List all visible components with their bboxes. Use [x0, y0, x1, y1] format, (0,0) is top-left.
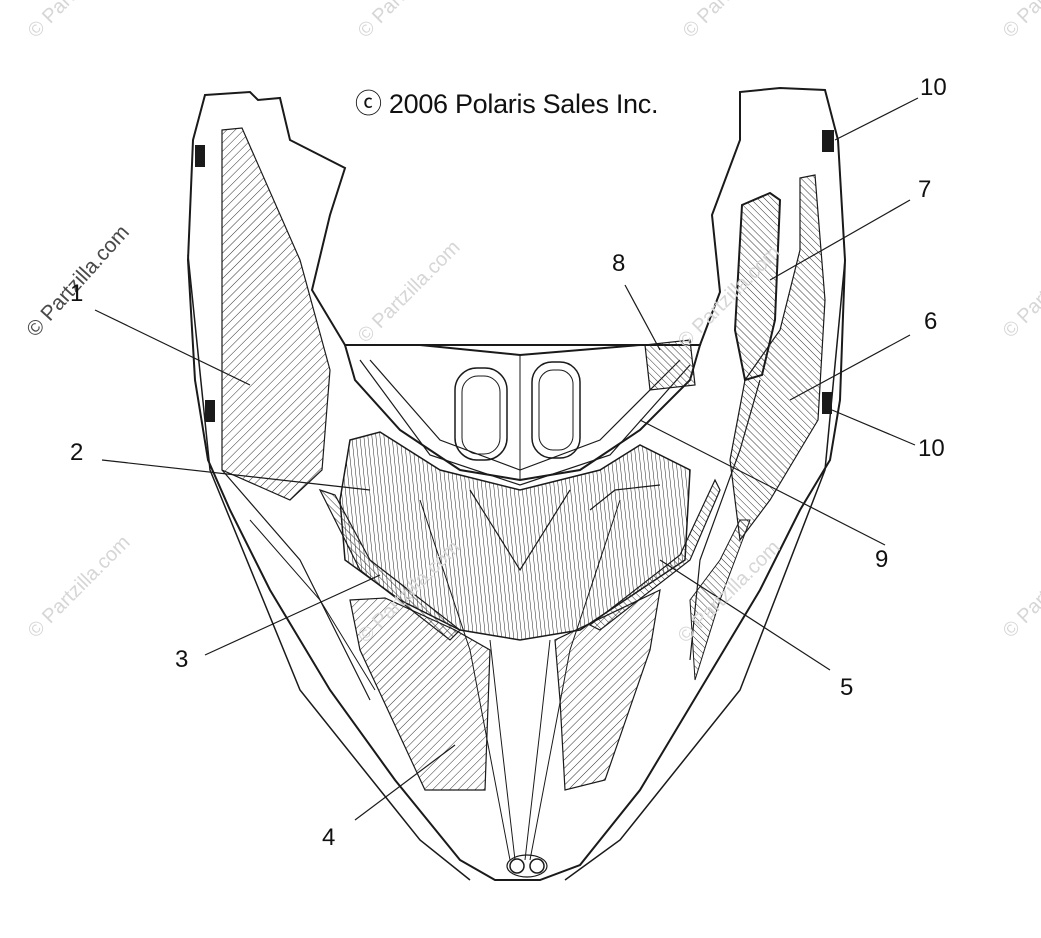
callout-7: 7: [918, 176, 932, 203]
left-trim: [318, 488, 461, 641]
callout-3: 3: [175, 646, 189, 673]
left-panel-decal: [221, 127, 331, 501]
right-window: [733, 191, 782, 382]
leader-3: [204, 574, 381, 656]
leader-10b: [831, 409, 916, 446]
leader-9: [639, 419, 886, 546]
callout-10-bottom: 10: [918, 435, 945, 462]
callout-1: 1: [70, 280, 84, 307]
leader-8: [624, 284, 661, 351]
callout-6: 6: [924, 308, 938, 335]
leader-6: [789, 334, 911, 401]
leader-2: [101, 459, 371, 491]
callout-5: 5: [840, 674, 854, 701]
leader-7: [769, 199, 911, 281]
lower-left-decal: [349, 597, 491, 791]
callout-4: 4: [322, 824, 336, 851]
leader-10a: [834, 97, 919, 141]
leader-5: [659, 559, 831, 671]
leader-4: [354, 744, 456, 821]
copyright-notice: ⓒ 2006 Polaris Sales Inc.: [355, 89, 659, 119]
callout-10-top: 10: [920, 74, 947, 101]
callout-2: 2: [70, 439, 84, 466]
part-8-block: [644, 339, 696, 391]
callout-9: 9: [875, 546, 889, 573]
hood-outline: [186, 86, 847, 881]
leader-1: [94, 309, 251, 386]
callout-8: 8: [612, 250, 626, 277]
